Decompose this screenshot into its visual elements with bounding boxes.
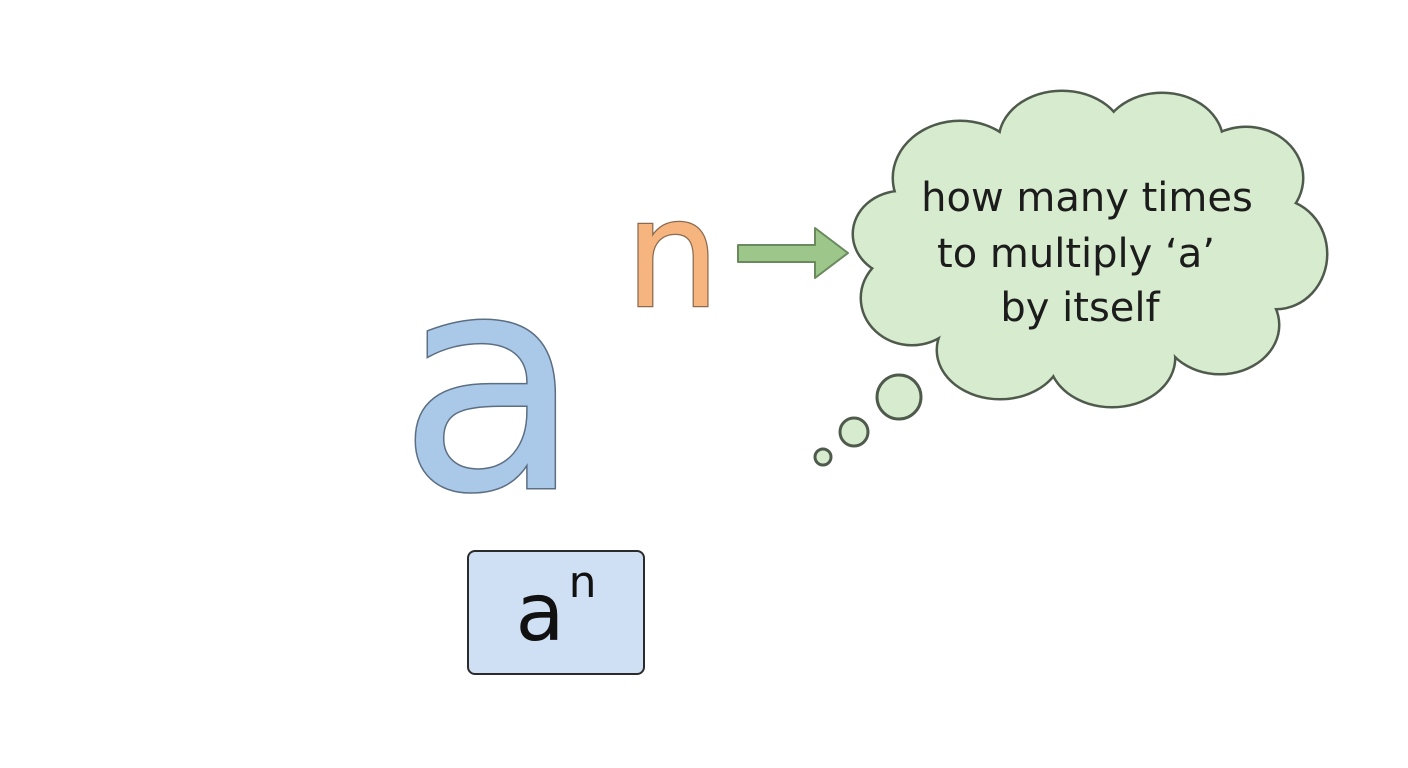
notation-exponent: n — [568, 556, 597, 608]
thought-cloud: how many times to multiply ‘a’ by itself — [851, 89, 1329, 409]
trail-bubble-medium — [838, 416, 870, 448]
thought-line-1: how many times — [921, 175, 1253, 221]
arrow-icon — [737, 227, 849, 279]
cloud-fill — [854, 92, 1326, 406]
notation-box: a n — [467, 550, 645, 675]
base-letter: a — [398, 210, 582, 559]
exponent-letter: n — [625, 168, 720, 342]
thought-line-3: by itself — [1000, 285, 1160, 331]
thought-trail — [813, 373, 923, 467]
trail-bubble-small — [813, 447, 833, 467]
notation-base: a — [515, 565, 565, 659]
trail-bubble-large — [875, 373, 923, 421]
thought-line-2: to multiply ‘a’ — [937, 231, 1215, 277]
